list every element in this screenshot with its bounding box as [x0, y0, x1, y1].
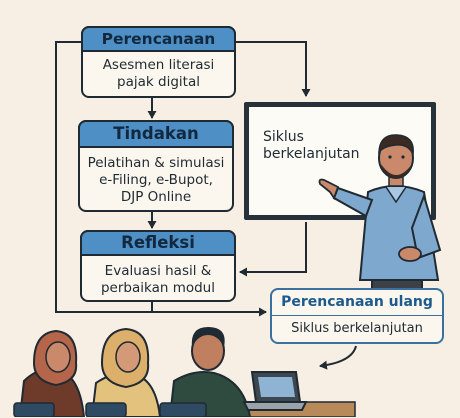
reflection-title: Refleksi — [80, 230, 236, 256]
action-description: Pelatihan & simulasi e-Filing, e-Bupot, … — [80, 155, 232, 206]
whiteboard-line-2: berkelanjutan — [263, 146, 360, 162]
replanning-subtitle: Siklus berkelanjutan — [291, 321, 423, 336]
planning-box: Perencanaan Asesmen literasi pajak digit… — [81, 26, 236, 98]
reflection-box: Refleksi Evaluasi hasil & perbaikan modu… — [80, 230, 236, 302]
replanning-box: Perencanaan ulang Siklus berkelanjutan — [270, 288, 444, 344]
action-line-2: e-Filing, e-Bupot, — [99, 172, 213, 188]
replanning-divider — [272, 315, 442, 316]
connector-board-to-reflection — [239, 222, 307, 277]
connector-loop-left — [55, 41, 267, 317]
whiteboard-line-1: Siklus — [263, 129, 304, 145]
reflection-line-2: perbaikan modul — [100, 280, 215, 296]
planning-line-1: Asesmen literasi — [102, 57, 215, 73]
reflection-line-1: Evaluasi hasil & — [104, 263, 212, 279]
planning-title: Perencanaan — [81, 26, 236, 52]
planning-line-2: pajak digital — [117, 74, 200, 90]
action-title: Tindakan — [78, 120, 234, 148]
action-line-3: DJP Online — [120, 189, 192, 205]
action-line-1: Pelatihan & simulasi — [87, 155, 225, 171]
connector-planning-to-board — [236, 41, 311, 97]
action-box: Tindakan Pelatihan & simulasi e-Filing, … — [78, 120, 234, 212]
reflection-description: Evaluasi hasil & perbaikan modul — [82, 263, 234, 297]
laptop-icon — [242, 371, 308, 411]
replanning-title: Perencanaan ulang — [281, 294, 433, 310]
audience-illustration — [13, 327, 356, 417]
connector-replan-to-audience — [319, 345, 357, 370]
whiteboard-text: Siklus berkelanjutan — [263, 129, 360, 163]
planning-description: Asesmen literasi pajak digital — [83, 57, 234, 91]
